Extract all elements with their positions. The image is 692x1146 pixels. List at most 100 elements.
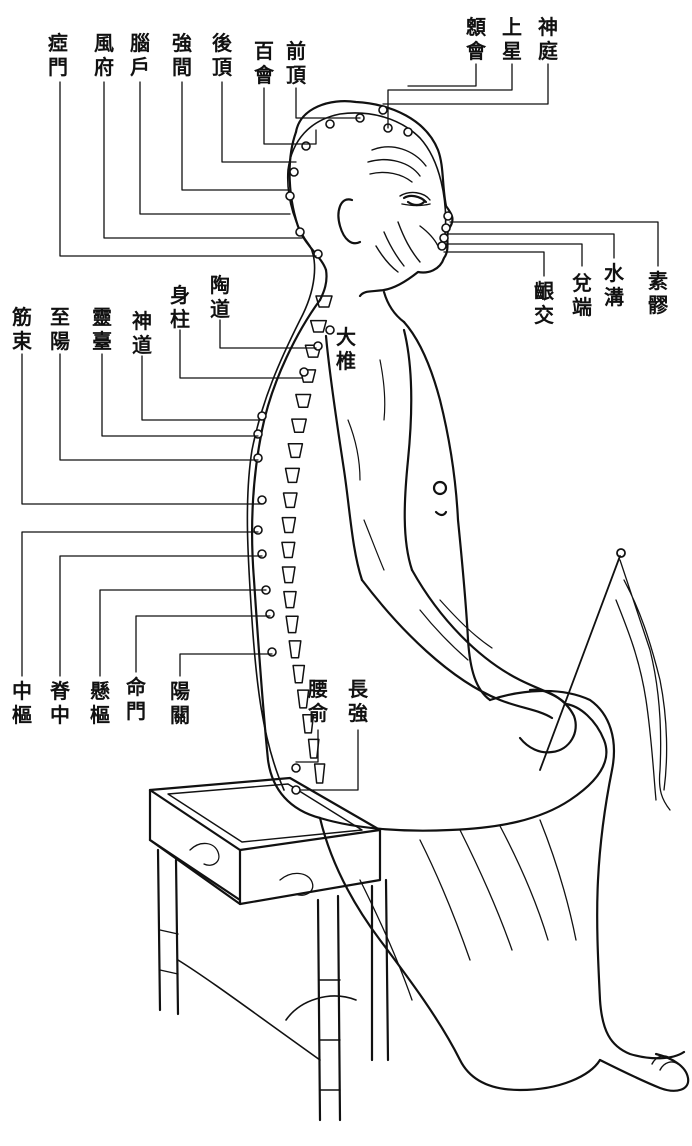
robe-lower: [320, 818, 600, 1090]
leader-line-shendao: [142, 356, 262, 420]
vertebra: [296, 395, 311, 408]
acupoint-marker-shenting: [379, 106, 387, 114]
leader-line-yamen: [60, 82, 316, 256]
leader-line-naohu: [140, 82, 290, 214]
acupoint-label-shangxing: 上星: [502, 15, 522, 63]
fly-whisk: [540, 549, 670, 810]
acupoint-label-jizhong: 脊中: [49, 679, 71, 727]
acupoint-label-yangguan: 陽關: [170, 679, 190, 727]
acupoint-marker-xinhui: [404, 128, 412, 136]
acupoint-label-zhongshu: 中樞: [12, 679, 32, 727]
vertebra: [311, 321, 327, 332]
acupoint-marker-baihui: [326, 120, 334, 128]
robe-folds: [360, 820, 576, 1000]
leader-line-yangguan: [180, 654, 272, 676]
acupoint-label-naohu: 腦戶: [130, 31, 150, 79]
acupoint-label-duiduan: 兌端: [572, 271, 592, 319]
vertebra: [286, 616, 298, 632]
acupoint-marker-jizhong: [258, 550, 266, 558]
leader-line-shenting: [383, 64, 548, 104]
whisk-knob: [617, 549, 625, 557]
stool-legs: [158, 850, 388, 1120]
stool-arch: [178, 960, 356, 1060]
vertebra: [282, 567, 295, 583]
leader-lines: [22, 64, 658, 790]
acupoint-label-dazhui: 大椎: [336, 325, 356, 373]
acupoint-marker-zhongshu: [254, 526, 262, 534]
acupoint-marker-houding: [302, 142, 310, 150]
cloud-carving: [190, 843, 313, 895]
leader-line-shangxing: [388, 64, 512, 128]
acupoint-label-yinjiao: 齦交: [534, 279, 555, 327]
muscle-lines: [348, 360, 492, 660]
vertebra: [315, 764, 325, 783]
vertebra: [293, 665, 304, 682]
nipple: [434, 482, 446, 494]
leader-line-mingmen: [136, 616, 270, 672]
leader-line-shuigou: [448, 234, 614, 258]
acupoint-label-xuanshu: 懸樞: [90, 679, 110, 727]
acupoint-marker-shenzhu: [300, 368, 308, 376]
acupoint-marker-taodao: [314, 342, 322, 350]
acupoint-label-shendao: 神道: [132, 309, 152, 357]
acupoint-marker-yaoshu: [292, 764, 300, 772]
leader-line-baihui: [264, 88, 316, 144]
acupoint-marker-changqiang: [292, 786, 300, 794]
acupoint-marker-shendao: [258, 412, 266, 420]
acupoint-label-jinsuo: 筋束: [12, 305, 33, 353]
acupoint-label-zhiyang: 至陽: [50, 305, 70, 353]
leader-line-duiduan: [446, 244, 582, 266]
whisk-handle: [540, 556, 620, 770]
acupoint-marker-lingtai: [254, 430, 262, 438]
face-wrinkles: [368, 147, 438, 272]
leader-line-xuanshu: [100, 590, 266, 676]
leader-line-yinjiao: [444, 252, 544, 276]
eye-icon: [404, 196, 426, 205]
acupoint-marker-fengfu: [296, 228, 304, 236]
acupoint-marker-yangguan: [268, 648, 276, 656]
acupoint-label-xinhui: 顖會: [466, 15, 487, 63]
leader-line-houding: [222, 82, 296, 162]
acupoint-label-changqiang: 長強: [348, 677, 369, 725]
leader-line-xinhui: [408, 64, 476, 86]
acupoint-label-yaoshu: 腰俞: [307, 677, 329, 725]
vertebra: [284, 592, 296, 608]
leader-line-qiangjian: [182, 82, 290, 190]
acupoint-marker-jinsuo: [258, 496, 266, 504]
skull-back: [290, 132, 326, 270]
acupoint-marker-suliao: [444, 212, 452, 220]
acupoint-label-baihui: 百會: [254, 39, 275, 87]
vertebra: [283, 493, 296, 507]
navel: [436, 512, 446, 515]
foot: [600, 1054, 688, 1091]
vertebra: [292, 419, 306, 432]
vertebra: [282, 542, 295, 557]
acupoint-label-mingmen: 命門: [126, 675, 147, 723]
robe-outline: [320, 691, 684, 1058]
acupoint-label-qianding: 前頂: [286, 39, 307, 87]
leader-line-taodao: [220, 320, 316, 348]
vertebra: [288, 444, 302, 458]
leader-line-zhiyang: [60, 354, 258, 460]
acupoint-marker-mingmen: [266, 610, 274, 618]
acupoint-label-yamen: 瘂門: [48, 31, 68, 79]
acupoint-marker-naohu: [286, 192, 294, 200]
acupoint-marker-shuigou: [442, 224, 450, 232]
vertebra: [309, 739, 319, 758]
acupoint-marker-zhiyang: [254, 454, 262, 462]
vertebra: [282, 518, 295, 533]
acupoint-label-lingtai: 靈臺: [92, 305, 112, 353]
acupoint-label-houding: 後頂: [212, 31, 233, 79]
vertebra: [298, 690, 309, 708]
acupoint-marker-yamen: [314, 250, 322, 258]
acupoint-label-shenzhu: 身柱: [170, 283, 190, 331]
acupoint-marker-qiangjian: [290, 168, 298, 176]
acupoint-label-shuigou: 水溝: [604, 261, 625, 309]
acupoint-label-qiangjian: 強間: [172, 31, 192, 79]
stool: [150, 778, 388, 1120]
ear-icon: [339, 199, 361, 243]
acupoint-marker-yinjiao: [438, 242, 446, 250]
acupoint-label-taodao: 陶道: [210, 273, 230, 321]
acupoint-marker-dazhui: [326, 326, 334, 334]
